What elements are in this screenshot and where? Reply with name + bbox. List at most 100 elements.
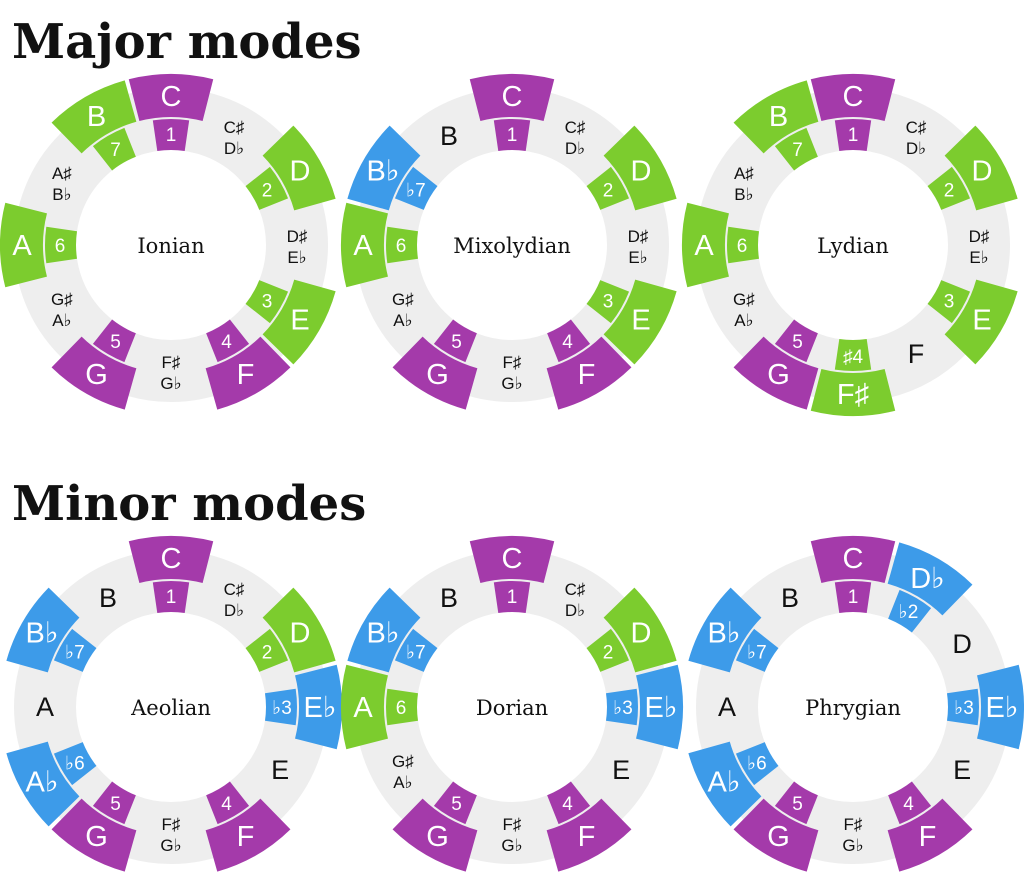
note-name: F♯ [837,379,869,411]
degree-cell [245,166,289,210]
note-name: E [631,305,650,337]
note-cell [546,336,632,410]
minor-modes-heading: Minor modes [12,476,367,532]
degree-cell [727,226,759,264]
note-name: E [290,305,309,337]
note-label-c-sharp: C♯ [224,118,245,137]
degree-number: 1 [507,125,518,146]
note-name: B [769,101,788,133]
note-label-a-flat: A♭ [52,311,71,330]
note-cell [944,125,1018,211]
major-modes-heading: Major modes [12,14,362,70]
note-label-g-flat: G♭ [501,836,522,855]
note-name: E♭ [303,692,336,724]
segment-e-flat: E♭♭3 [606,664,683,750]
note-name: G [426,821,449,853]
note-name: G [767,821,790,853]
segment-c: C1 [469,536,555,613]
note-label-d: D [952,629,972,659]
degree-number: 1 [166,125,177,146]
note-label-a-sharp: A♯ [734,164,754,183]
segment-a-flat: A♭♭6 [6,741,97,827]
note-cell [603,125,677,211]
note-cell [128,536,214,583]
note-label-a: A [36,692,54,722]
note-name: A♭ [707,767,740,799]
note-label-e: E [953,755,971,785]
note-cell [546,798,632,872]
note-label-g-flat: G♭ [160,374,181,393]
segment-f: F4 [205,781,291,872]
degree-cell [834,581,872,613]
degree-cell [606,688,638,726]
note-cell [347,125,421,211]
note-label-c-sharp: C♯ [565,580,586,599]
note-cell [205,336,291,410]
segment-c: C1 [810,74,896,151]
degree-number: 1 [166,587,177,608]
note-cell [977,664,1024,750]
segment-d: D2 [586,587,677,673]
degree-number: 6 [55,236,66,257]
note-name: F [578,821,596,853]
note-cell [347,587,421,673]
degree-cell [386,688,418,726]
note-name: D [631,618,652,650]
note-label-e-flat: E♭ [969,248,988,267]
degree-cell [394,166,438,210]
mode-name: Ionian [137,234,204,258]
note-label-a-flat: A♭ [393,311,412,330]
note-label-e: E [612,755,630,785]
degree-cell [834,119,872,151]
note-label-g-sharp: G♯ [392,752,414,771]
note-cell [603,587,677,673]
degree-cell [586,628,630,672]
note-cell [688,587,762,673]
note-label-a-sharp: A♯ [52,164,72,183]
note-label-d-sharp: D♯ [287,227,308,246]
degree-number: 4 [903,794,914,815]
degree-number: 1 [507,587,518,608]
degree-cell [834,339,872,371]
note-name: C [843,81,864,113]
degree-number: 4 [221,794,232,815]
note-cell [810,369,896,416]
degree-cell [586,166,630,210]
note-name: E♭ [985,692,1018,724]
note-label-f-sharp: F♯ [503,815,522,834]
segment-c: C1 [128,74,214,151]
degree-number: ♭7 [747,643,767,664]
mode-name: Phrygian [805,696,901,720]
wheel-ring [14,550,328,864]
note-label-a-flat: A♭ [734,311,753,330]
degree-cell [386,226,418,264]
note-name: C [161,543,182,575]
degree-number: 5 [792,332,803,353]
note-name: C [502,81,523,113]
degree-cell [265,688,297,726]
degree-cell [774,781,818,825]
note-label-e-flat: E♭ [287,248,306,267]
note-name: A [12,230,32,262]
note-cell [6,587,80,673]
note-name: F [578,359,596,391]
note-name: D♭ [910,563,945,595]
wheel-ring [355,550,669,864]
note-label-d-flat: D♭ [906,139,926,158]
segment-d-flat: D♭♭2 [887,542,973,633]
degree-cell [774,319,818,363]
degree-number: 6 [396,698,407,719]
degree-number: ♭3 [272,698,292,719]
degree-cell [493,119,531,151]
note-name: A [353,230,373,262]
segment-g: G5 [51,319,137,410]
degree-number: 2 [262,181,273,202]
degree-cell [927,166,971,210]
note-label-b: B [99,583,117,613]
note-label-g-flat: G♭ [501,374,522,393]
segment-e-flat: E♭ ♭3 [265,664,342,750]
